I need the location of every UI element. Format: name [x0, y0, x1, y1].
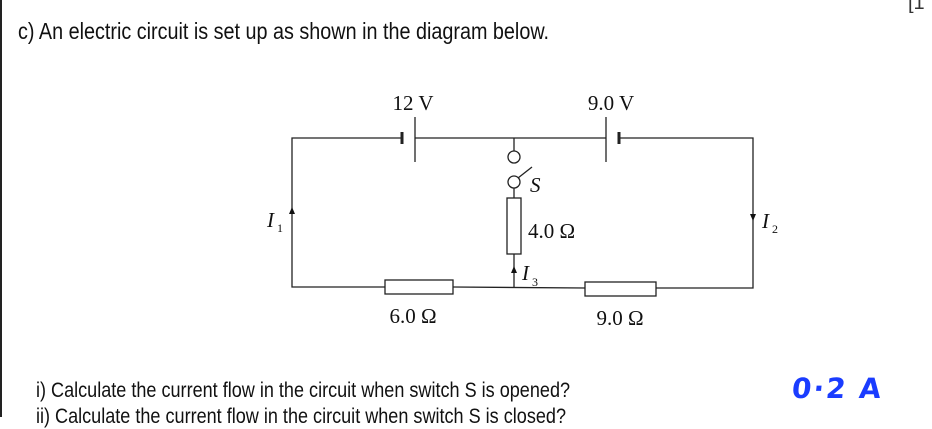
- resistor-6ohm-icon: [384, 279, 454, 295]
- current-1-subscript: 1: [277, 221, 283, 235]
- switch-label: S: [530, 173, 541, 197]
- current-1-label: I: [266, 208, 275, 232]
- battery-left-label: 12 V: [392, 91, 433, 115]
- battery-9v-icon: [605, 117, 621, 162]
- question-ii: ii) Calculate the current flow in the ci…: [36, 405, 566, 428]
- resistor-right-label: 9.0 Ω: [596, 306, 643, 330]
- switch-s-icon: [507, 150, 533, 189]
- current-3-subscript: 3: [532, 275, 538, 289]
- arrow-up-icon: [511, 266, 517, 273]
- current-2-subscript: 2: [772, 222, 778, 236]
- arrow-down-icon: [750, 214, 756, 221]
- resistor-4ohm-icon: [506, 197, 522, 255]
- arrow-up-icon: [289, 207, 295, 214]
- circuit-diagram: 12 V 9.0 V S 4.0 Ω 6.0 Ω 9.0 Ω I 1 I 2 I…: [266, 91, 778, 330]
- battery-12v-icon: [400, 117, 416, 162]
- question-i: i) Calculate the current flow in the cir…: [36, 379, 571, 402]
- current-2-label: I: [761, 209, 770, 233]
- question-c: c) An electric circuit is set up as show…: [18, 18, 550, 44]
- resistor-9ohm-icon: [584, 281, 657, 297]
- handwritten-answer: 0·2 A: [790, 372, 885, 405]
- current-3-label: I: [521, 261, 530, 285]
- page-margin-line: [0, 0, 2, 417]
- battery-right-label: 9.0 V: [588, 91, 634, 115]
- resistor-left-label: 6.0 Ω: [389, 304, 436, 328]
- marks-indicator: [1: [908, 0, 925, 14]
- resistor-middle-label: 4.0 Ω: [528, 219, 575, 243]
